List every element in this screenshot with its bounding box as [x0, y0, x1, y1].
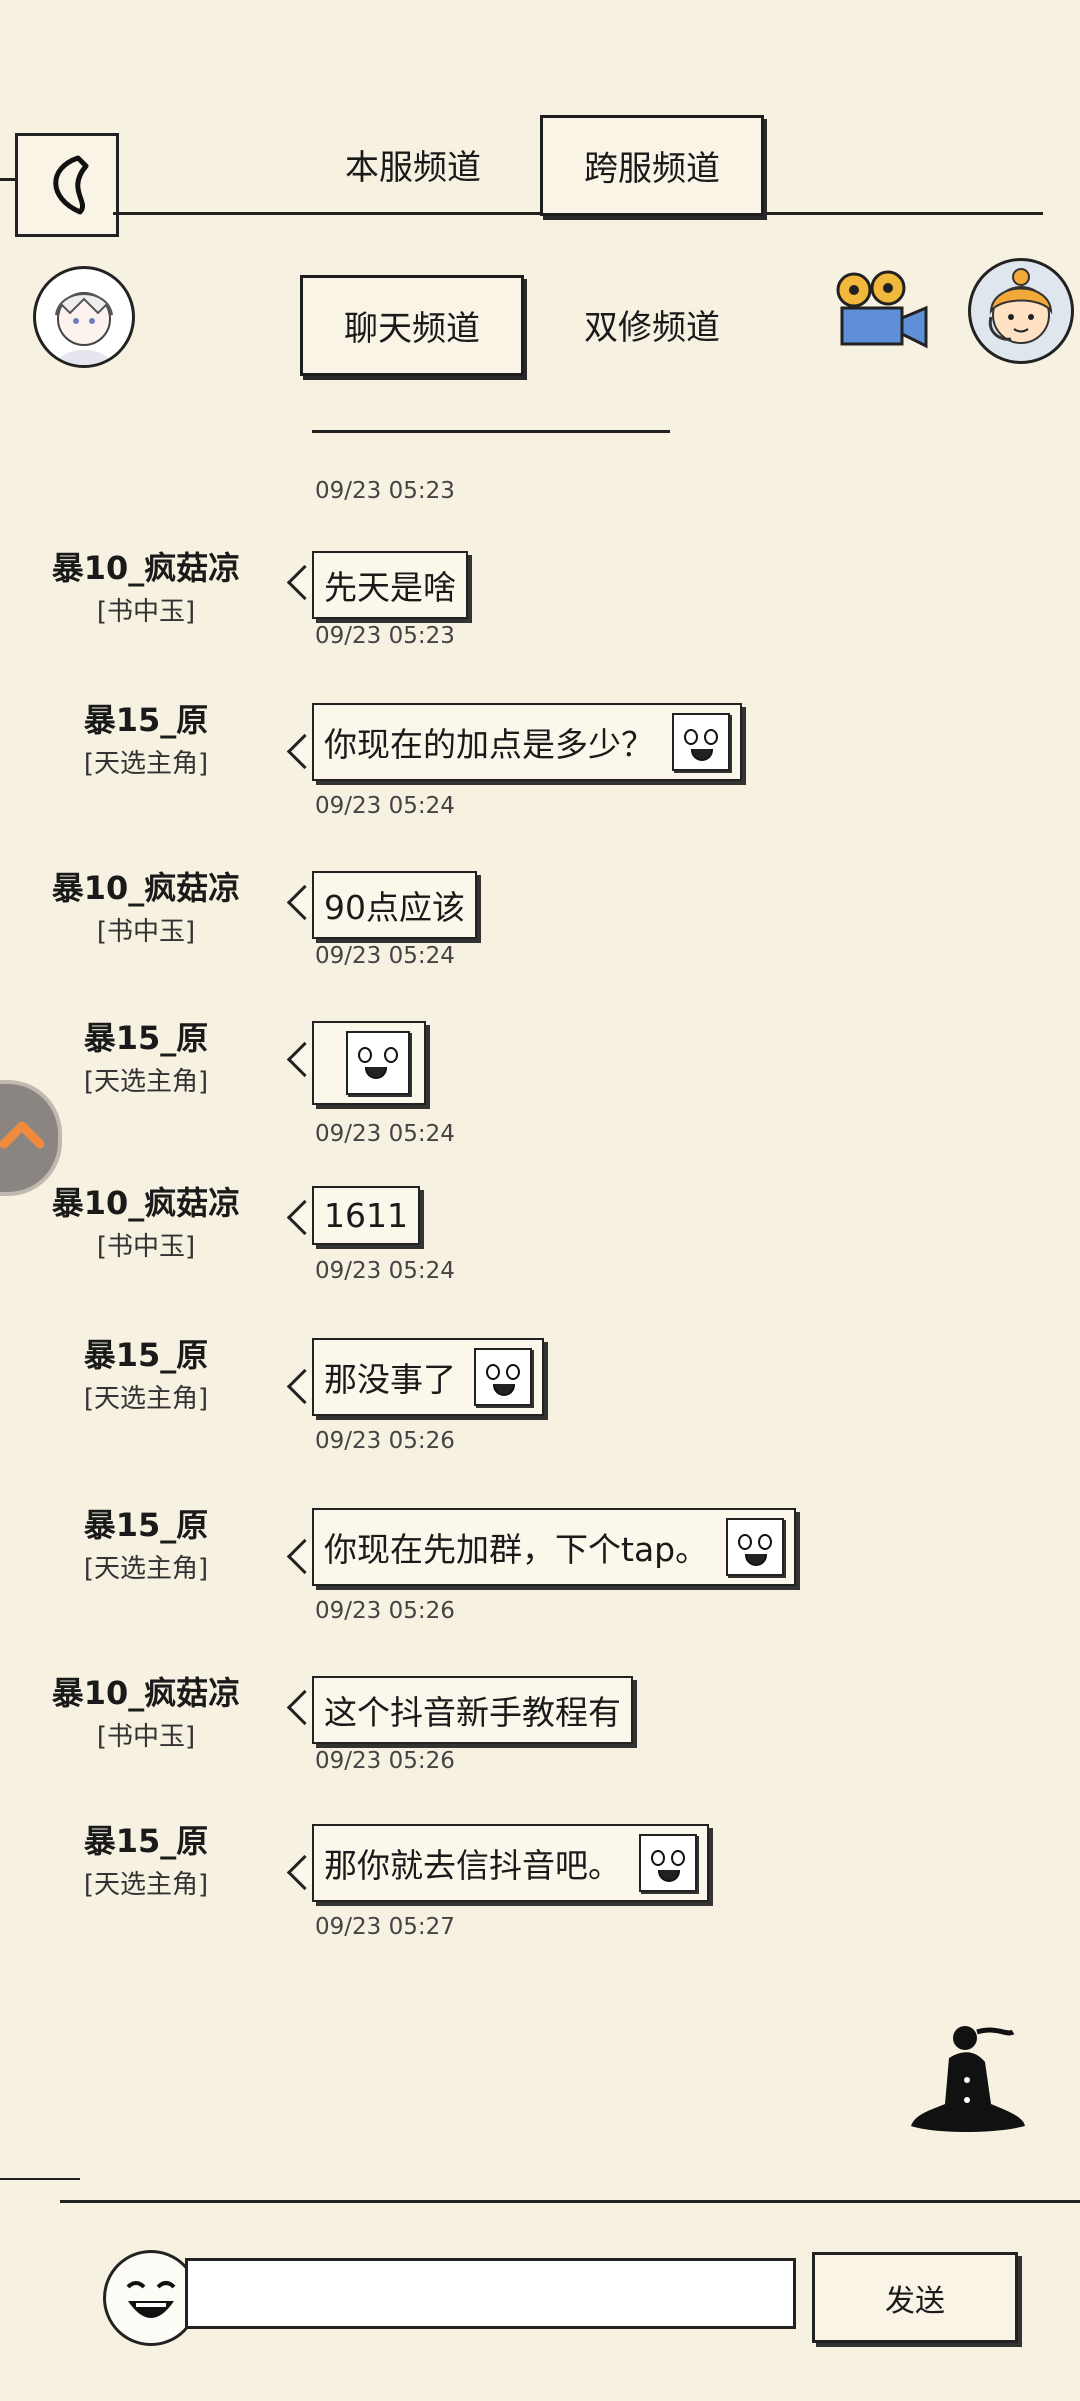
message-text: 你现在先加群，下个tap。 — [324, 1530, 709, 1569]
support-avatar[interactable] — [968, 258, 1074, 364]
meditation-button[interactable] — [905, 2018, 1030, 2143]
smiley-sticker-icon — [346, 1031, 410, 1095]
tab-cross-server-label: 跨服频道 — [584, 149, 720, 189]
chat-message-list[interactable]: 09/23 05:23 暴10_疯菇凉 [书中玉] 先天是啥 09/23 05:… — [0, 430, 1080, 1960]
message-time: 09/23 05:23 — [315, 623, 455, 649]
sender-title: [书中玉] — [96, 1232, 196, 1262]
support-agent-avatar-icon — [988, 268, 1053, 344]
message-bubble[interactable]: 90点应该 — [312, 871, 477, 939]
sender-name: 暴15_原 — [83, 1336, 209, 1374]
movie-camera-icon — [836, 270, 928, 349]
message-bubble[interactable]: 那没事了 — [312, 1338, 544, 1416]
sender-name: 暴15_原 — [83, 1822, 209, 1860]
message-bubble[interactable]: 先天是啥 — [312, 551, 468, 619]
message-time: 09/23 05:24 — [315, 1121, 455, 1147]
floating-assist-button[interactable] — [0, 1080, 62, 1196]
message-text: 你现在的加点是多少？ — [324, 725, 654, 764]
sender-name: 暴10_疯菇凉 — [51, 1674, 241, 1712]
message-bubble[interactable]: 你现在先加群，下个tap。 — [312, 1508, 797, 1586]
meditation-figure-icon — [911, 2026, 1025, 2132]
sender-title: [天选主角] — [83, 1384, 209, 1414]
send-button-label: 发送 — [885, 2283, 945, 2319]
profile-avatar[interactable] — [33, 266, 135, 368]
message-text: 那没事了 — [324, 1360, 456, 1399]
message-time: 09/23 05:24 — [315, 1258, 455, 1284]
back-chevron-icon — [53, 155, 89, 215]
message-time: 09/23 05:27 — [315, 1914, 455, 1940]
smiley-sticker-icon — [639, 1834, 697, 1892]
bottom-divider — [60, 2200, 1080, 2203]
smiley-sticker-icon — [672, 713, 730, 771]
send-button[interactable]: 发送 — [812, 2252, 1018, 2343]
message-bubble-partial — [312, 430, 670, 433]
sender-title: [书中玉] — [96, 917, 196, 947]
sender-name: 暴15_原 — [83, 701, 209, 739]
sender-name: 暴15_原 — [83, 1506, 209, 1544]
smiley-sticker-icon — [474, 1348, 532, 1406]
sender-name: 暴15_原 — [83, 1019, 209, 1057]
chat-input[interactable] — [185, 2258, 796, 2329]
sender-title: [书中玉] — [96, 1722, 196, 1752]
laughing-face-icon — [126, 2281, 176, 2318]
message-text: 90点应该 — [324, 888, 465, 927]
message-bubble[interactable]: 那你就去信抖音吧。 — [312, 1824, 709, 1902]
tab-chat-channel[interactable]: 聊天频道 — [300, 275, 524, 376]
sender-name: 暴10_疯菇凉 — [51, 1184, 241, 1222]
message-bubble[interactable]: 你现在的加点是多少？ — [312, 703, 742, 781]
smiley-sticker-icon — [726, 1518, 785, 1576]
message-text: 那你就去信抖音吧。 — [324, 1846, 621, 1885]
tab-dual-channel-label: 双修频道 — [584, 308, 720, 348]
tab-dual-channel[interactable]: 双修频道 — [567, 300, 737, 349]
back-button[interactable] — [15, 133, 119, 237]
message-time: 09/23 05:24 — [315, 943, 455, 969]
message-bubble[interactable] — [312, 1021, 426, 1105]
message-time: 09/23 05:26 — [315, 1428, 455, 1454]
floating-assist-icon — [0, 1121, 45, 1149]
tab-chat-channel-label: 聊天频道 — [344, 309, 480, 349]
sender-name: 暴10_疯菇凉 — [51, 869, 241, 907]
video-button[interactable] — [828, 268, 932, 358]
sender-title: [天选主角] — [83, 1870, 209, 1900]
bottom-divider-left — [0, 2178, 80, 2180]
message-text: 先天是啥 — [324, 568, 456, 607]
sender-title: [书中玉] — [96, 597, 196, 627]
tab-local-server-label: 本服频道 — [345, 148, 481, 188]
message-time: 09/23 05:26 — [315, 1598, 455, 1624]
sender-title: [天选主角] — [83, 749, 209, 779]
message-text: 1611 — [324, 1196, 408, 1235]
message-time: 09/23 05:26 — [315, 1748, 455, 1774]
message-time: 09/23 05:24 — [315, 793, 455, 819]
message-time: 09/23 05:23 — [315, 478, 455, 504]
top-divider-left — [0, 178, 18, 181]
message-bubble[interactable]: 这个抖音新手教程有 — [312, 1676, 633, 1744]
tab-local-server[interactable]: 本服频道 — [318, 140, 508, 189]
sender-title: [天选主角] — [83, 1554, 209, 1584]
tab-cross-server[interactable]: 跨服频道 — [540, 115, 764, 216]
emoji-picker-button[interactable] — [103, 2250, 199, 2346]
message-bubble[interactable]: 1611 — [312, 1186, 420, 1245]
message-text: 这个抖音新手教程有 — [324, 1693, 621, 1732]
sender-title: [天选主角] — [83, 1067, 209, 1097]
sender-name: 暴10_疯菇凉 — [51, 549, 241, 587]
profile-avatar-icon — [55, 292, 113, 365]
